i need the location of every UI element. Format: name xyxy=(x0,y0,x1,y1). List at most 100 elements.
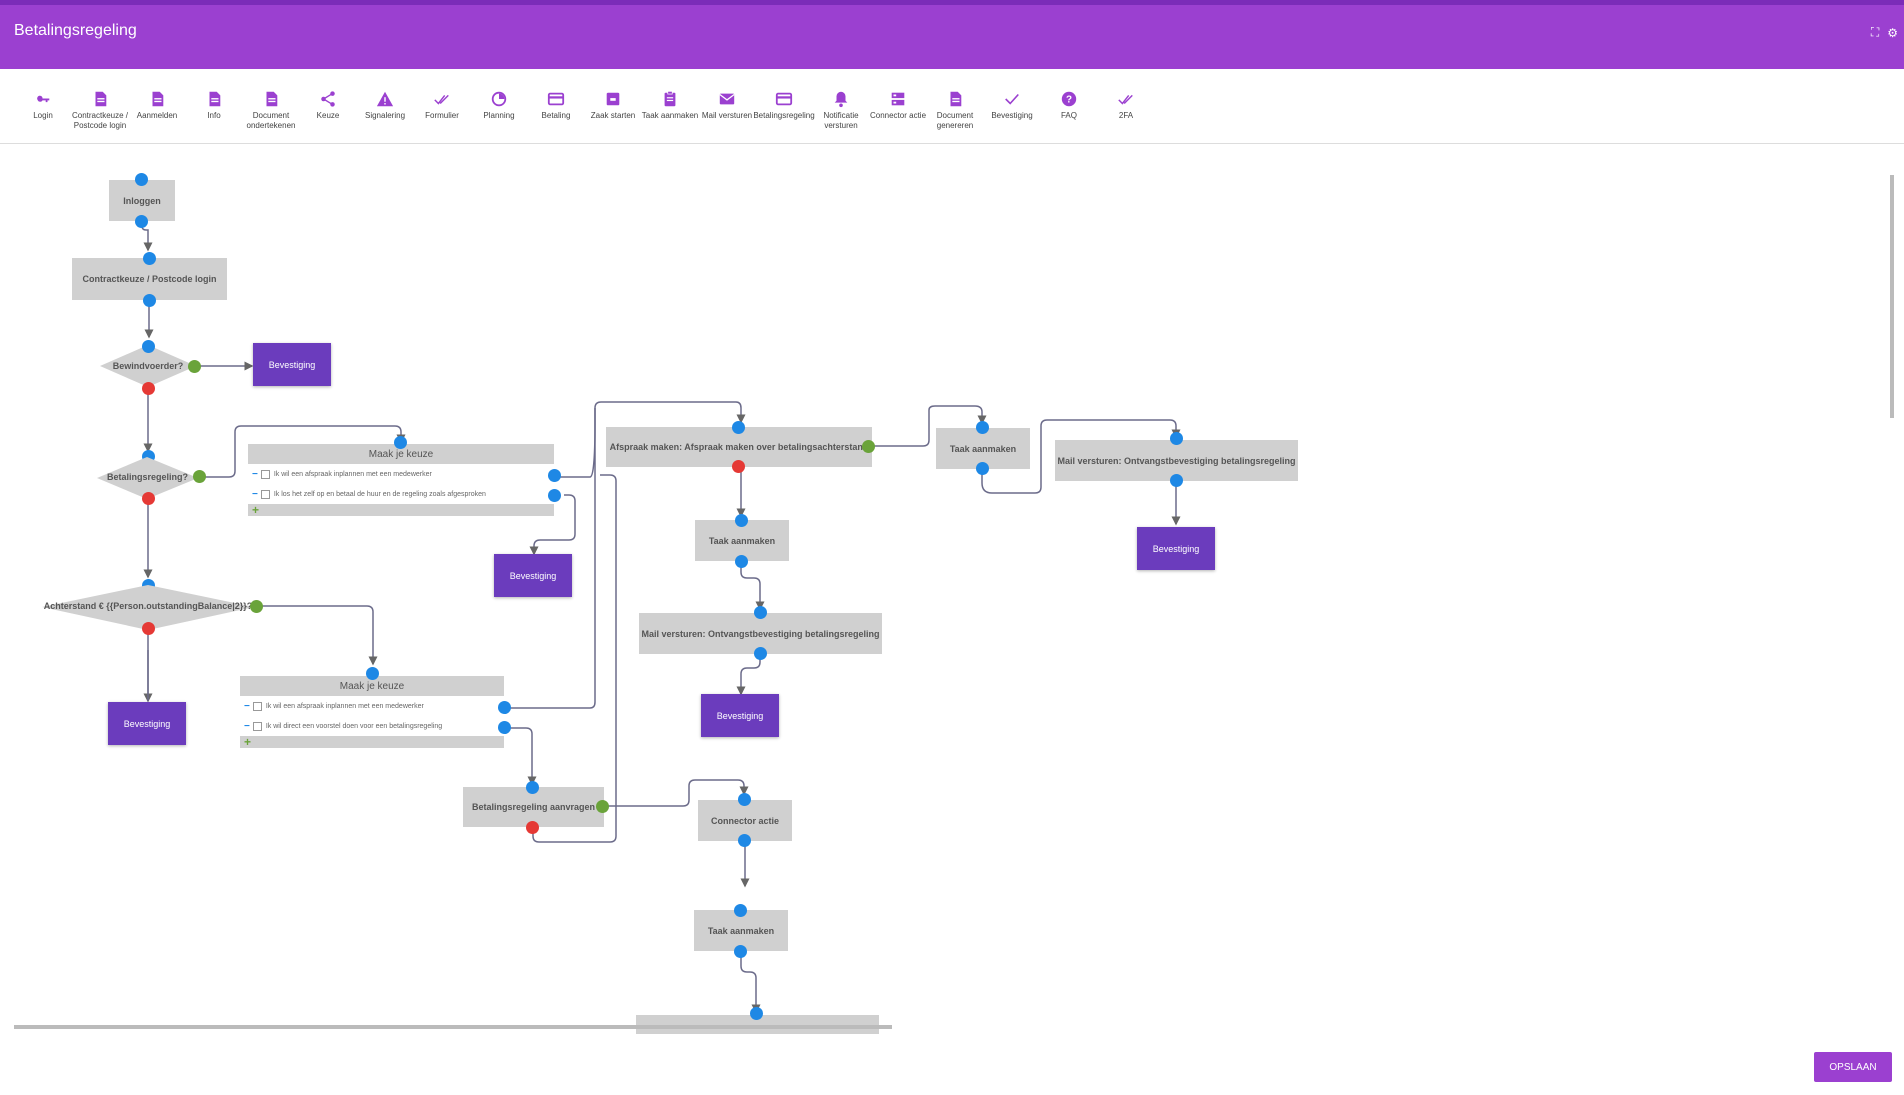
toolbar-item[interactable]: Taak aanmaken xyxy=(635,90,705,121)
remove-option-icon[interactable]: − xyxy=(252,488,258,500)
toolbar-item[interactable]: Connector actie xyxy=(863,90,933,121)
port-false[interactable] xyxy=(526,821,539,834)
mail-node-partial[interactable] xyxy=(636,1015,879,1034)
flow-canvas[interactable]: Inloggen Contractkeuze / Postcode login … xyxy=(0,144,1904,1034)
port-out[interactable] xyxy=(143,294,156,307)
share-icon xyxy=(321,91,335,107)
port-in[interactable] xyxy=(735,514,748,527)
option-label: Ik los het zelf op en betaal de huur en … xyxy=(273,490,486,498)
port-true[interactable] xyxy=(596,800,609,813)
port-out[interactable] xyxy=(754,647,767,660)
contractkeuze-node[interactable]: Contractkeuze / Postcode login xyxy=(72,258,227,300)
bevestiging-node[interactable]: Bevestiging xyxy=(108,702,186,745)
card-icon xyxy=(775,92,793,106)
vertical-scrollbar[interactable] xyxy=(1890,175,1894,418)
port-in[interactable] xyxy=(734,904,747,917)
header-accent xyxy=(0,0,1904,5)
bevestiging-node[interactable]: Bevestiging xyxy=(253,343,331,386)
toolbar-item[interactable]: Bevestiging xyxy=(977,90,1047,121)
port-out[interactable] xyxy=(738,834,751,847)
add-option-icon[interactable]: + xyxy=(248,504,554,516)
port-false[interactable] xyxy=(142,382,155,395)
toolbar-item-label: Keuze xyxy=(316,111,340,120)
port-in[interactable] xyxy=(135,173,148,186)
keuze1-node[interactable]: Maak je keuze −Ik wil een afspraak inpla… xyxy=(248,444,554,516)
port-false[interactable] xyxy=(142,622,155,635)
port-out[interactable] xyxy=(976,462,989,475)
port-in[interactable] xyxy=(142,340,155,353)
port-false[interactable] xyxy=(732,460,745,473)
toolbar-item-label: Aanmelden xyxy=(136,111,178,120)
toolbar-item-label: Zaak starten xyxy=(590,111,636,120)
port-true[interactable] xyxy=(250,600,263,613)
horizontal-scrollbar[interactable] xyxy=(14,1025,892,1029)
node-label: Taak aanmaken xyxy=(707,925,775,936)
port-in[interactable] xyxy=(976,421,989,434)
bewindvoerder-diamond[interactable] xyxy=(100,345,196,387)
achterstand-diamond[interactable] xyxy=(42,585,254,630)
port-in[interactable] xyxy=(394,436,407,449)
port-in[interactable] xyxy=(526,781,539,794)
remove-option-icon[interactable]: − xyxy=(252,468,258,480)
port-true[interactable] xyxy=(862,440,875,453)
save-button[interactable]: OPSLAAN xyxy=(1814,1052,1892,1082)
keuze2-node[interactable]: Maak je keuze −Ik wil een afspraak inpla… xyxy=(240,676,504,748)
toolbar-item[interactable]: Keuze xyxy=(293,90,363,121)
add-option-icon[interactable]: + xyxy=(240,736,504,748)
port-out[interactable] xyxy=(135,215,148,228)
calendar-icon xyxy=(252,701,262,711)
remove-option-icon[interactable]: − xyxy=(244,700,250,712)
toolbar-item[interactable]: Zaak starten xyxy=(578,90,648,121)
betalingsregeling-diamond[interactable] xyxy=(97,457,198,499)
option-label: Ik wil een afspraak inplannen met een me… xyxy=(273,470,432,478)
double-check-icon xyxy=(1118,94,1133,105)
storage-icon xyxy=(891,92,905,106)
taak-node[interactable]: Taak aanmaken xyxy=(694,910,788,951)
port-in[interactable] xyxy=(1170,432,1183,445)
remove-option-icon[interactable]: − xyxy=(244,720,250,732)
port-true[interactable] xyxy=(188,360,201,373)
toolbar-item[interactable]: 2FA xyxy=(1091,90,1161,121)
toolbar-item[interactable]: Contractkeuze / Postcode login xyxy=(65,90,135,131)
toolbar-item[interactable]: Formulier xyxy=(407,90,477,121)
toolbar-item[interactable]: Document ondertekenen xyxy=(236,90,306,131)
toolbar-item[interactable]: Betaling xyxy=(521,90,591,121)
port-option-2[interactable] xyxy=(498,721,511,734)
port-false[interactable] xyxy=(142,492,155,505)
port-in[interactable] xyxy=(366,667,379,680)
bevestiging-node[interactable]: Bevestiging xyxy=(1137,527,1215,570)
toolbar-item[interactable]: Aanmelden xyxy=(122,90,192,121)
toolbar-item[interactable]: Planning xyxy=(464,90,534,121)
toolbar-item-label: Betaling xyxy=(541,111,571,120)
port-option-2[interactable] xyxy=(548,489,561,502)
connections xyxy=(141,221,1181,1014)
bevestiging-node[interactable]: Bevestiging xyxy=(494,554,572,597)
port-true[interactable] xyxy=(193,470,206,483)
fullscreen-exit-icon[interactable]: ⛶ xyxy=(1870,25,1880,39)
port-option-1[interactable] xyxy=(548,469,561,482)
node-label: Mail versturen: Ontvangstbevestiging bet… xyxy=(641,628,880,639)
bevestiging-node[interactable]: Bevestiging xyxy=(701,694,779,737)
port-out[interactable] xyxy=(734,945,747,958)
port-out[interactable] xyxy=(735,555,748,568)
toolbar-item[interactable]: Mail versturen xyxy=(692,90,762,121)
toolbar-item[interactable]: ?FAQ xyxy=(1034,90,1104,121)
port-option-1[interactable] xyxy=(498,701,511,714)
port-in[interactable] xyxy=(754,606,767,619)
toolbar-item[interactable]: Notificatie versturen xyxy=(806,90,876,131)
port-in[interactable] xyxy=(738,793,751,806)
port-out[interactable] xyxy=(1170,474,1183,487)
toolbar-item[interactable]: Info xyxy=(179,90,249,121)
toolbar-item[interactable]: Signalering xyxy=(350,90,420,121)
node-label: Connector actie xyxy=(710,815,779,826)
port-in[interactable] xyxy=(143,252,156,265)
gear-icon[interactable]: ⚙ xyxy=(1887,25,1898,40)
node-label: Bevestiging xyxy=(1152,543,1200,554)
port-in[interactable] xyxy=(750,1007,763,1020)
inloggen-node[interactable]: Inloggen xyxy=(109,180,175,221)
toolbar-item[interactable]: Document genereren xyxy=(920,90,990,131)
toolbar-item[interactable]: Login xyxy=(8,90,78,121)
port-in[interactable] xyxy=(732,421,745,434)
toolbar-item[interactable]: Betalingsregeling xyxy=(749,90,819,121)
